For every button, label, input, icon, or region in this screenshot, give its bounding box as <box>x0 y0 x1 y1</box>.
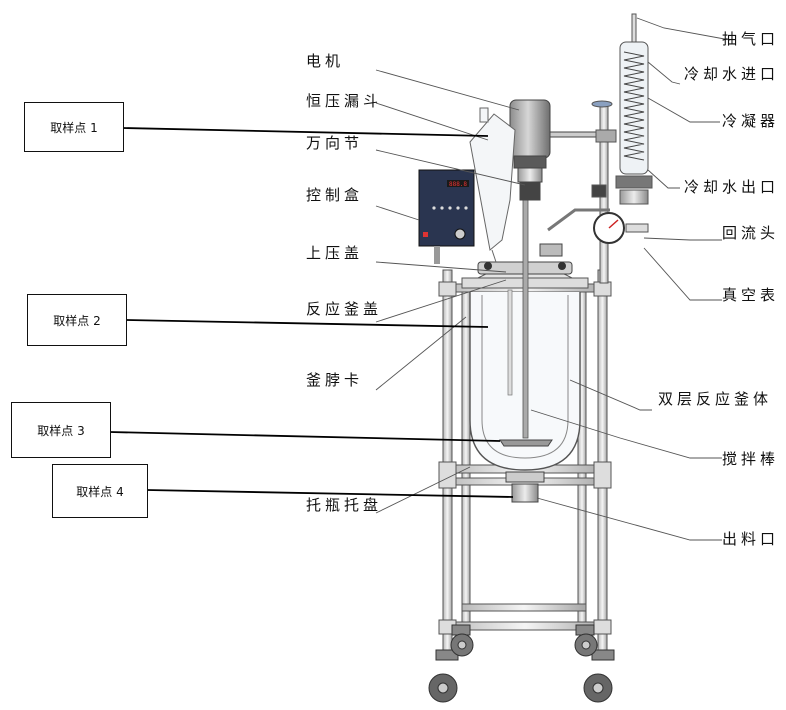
label-reactor-lid: 反应釜盖 <box>306 300 383 318</box>
sample-point-4-label: 取样点 4 <box>76 484 124 499</box>
label-neck-clamp: 釜脖卡 <box>306 371 364 389</box>
control-box: 888.8 <box>418 169 475 264</box>
condenser <box>547 13 653 284</box>
label-bottle-tray: 托瓶托盘 <box>306 496 383 514</box>
label-control-box: 控制盒 <box>306 186 364 204</box>
caster-wheels <box>428 624 615 703</box>
label-universal-joint: 万向节 <box>306 134 364 152</box>
label-stir-rod: 搅拌棒 <box>722 450 780 468</box>
label-vacuum-port: 抽气口 <box>722 30 780 48</box>
condenser-coil <box>623 51 645 161</box>
sample-point-1: 取样点 1 <box>24 102 124 152</box>
label-reflux-head: 回流头 <box>722 224 780 242</box>
label-vacuum-gauge: 真空表 <box>722 286 780 304</box>
sample-point-2: 取样点 2 <box>27 294 127 346</box>
motor <box>509 99 605 201</box>
label-motor: 电机 <box>306 52 345 70</box>
label-coolant-outlet: 冷却水出口 <box>684 178 780 196</box>
label-upper-cover: 上压盖 <box>306 244 364 262</box>
label-coolant-inlet: 冷却水进口 <box>684 65 780 83</box>
label-pressure-funnel: 恒压漏斗 <box>306 92 383 110</box>
pressure-funnel <box>469 107 516 263</box>
label-condenser: 冷凝器 <box>722 112 780 130</box>
sample-point-1-label: 取样点 1 <box>50 120 98 135</box>
reactor-vessel <box>461 199 589 503</box>
sample-point-2-label: 取样点 2 <box>53 313 101 328</box>
leader-lines <box>375 17 731 541</box>
sample-point-4: 取样点 4 <box>52 464 148 518</box>
sample-lines <box>109 127 514 498</box>
label-vessel-body: 双层反应釜体 <box>658 390 773 408</box>
sample-point-3-label: 取样点 3 <box>37 423 85 438</box>
sample-point-3: 取样点 3 <box>11 402 111 458</box>
label-discharge-port: 出料口 <box>722 530 780 548</box>
control-display: 888.8 <box>449 181 467 188</box>
